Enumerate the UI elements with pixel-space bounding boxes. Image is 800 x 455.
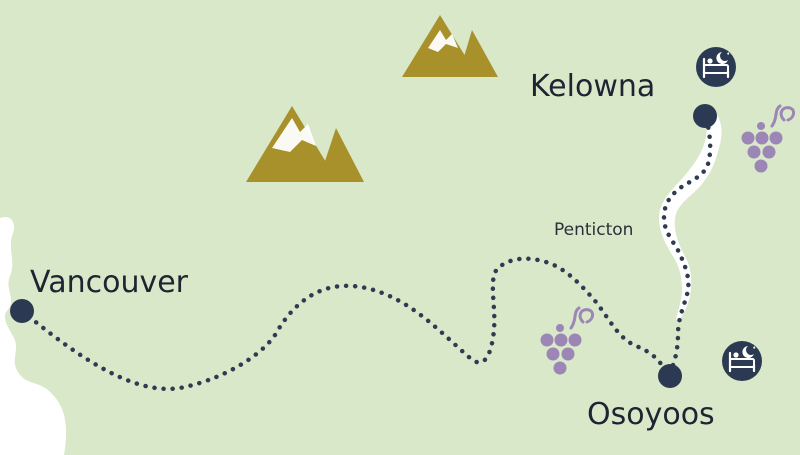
city-label-kelowna: Kelowna xyxy=(530,69,655,104)
city-marker-osoyoos[interactable] xyxy=(658,364,682,388)
mountain-icon xyxy=(246,106,364,182)
okanagan-lake xyxy=(658,110,722,320)
city-label-penticton: Penticton xyxy=(554,220,633,240)
coast-water xyxy=(0,216,67,455)
city-marker-kelowna[interactable] xyxy=(693,104,717,128)
route-line xyxy=(19,113,713,392)
bed-icon[interactable] xyxy=(694,45,738,89)
bed-icon[interactable] xyxy=(720,339,764,383)
city-label-osoyoos: Osoyoos xyxy=(587,397,715,432)
city-marker-vancouver[interactable] xyxy=(10,299,34,323)
city-label-vancouver: Vancouver xyxy=(30,265,189,300)
mountain-icon xyxy=(402,15,498,77)
coast-water-inlet xyxy=(22,396,51,433)
